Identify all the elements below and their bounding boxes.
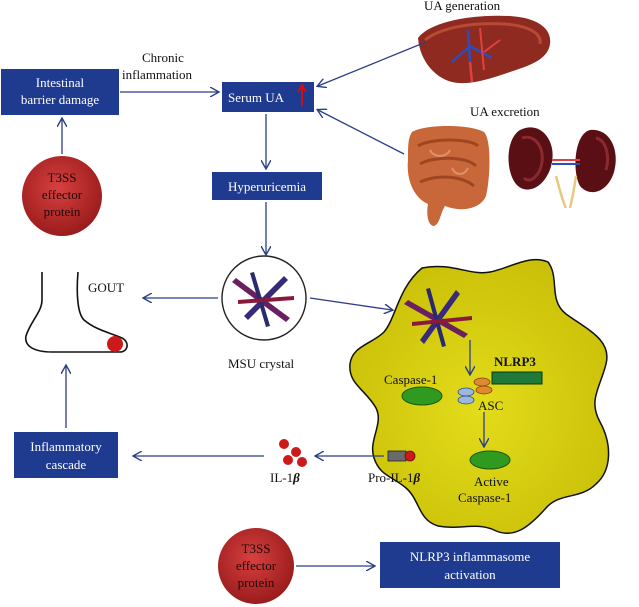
intestinal-barrier-box: Intestinal barrier damage (1, 69, 119, 115)
inflammatory-line-2: cascade (46, 457, 87, 472)
msu-crystal-label: MSU crystal (228, 356, 294, 371)
hyperuricemia-text: Hyperuricemia (228, 179, 306, 194)
ua-generation-label: UA generation (424, 0, 501, 13)
hyperuricemia-box: Hyperuricemia (212, 172, 322, 200)
kidneys-icon (508, 127, 616, 209)
pro-il1b-icon (387, 450, 416, 462)
intestinal-line-1: Intestinal (36, 75, 85, 90)
t3ss-bottom-line-2: effector (236, 558, 277, 573)
chronic-inflammation-line-1: Chronic (142, 50, 184, 65)
caspase1-icon (401, 386, 443, 406)
t3ss-top-line-2: effector (42, 187, 83, 202)
arrow-excretion-to-serum (318, 110, 405, 155)
liver-icon (418, 15, 551, 84)
nlrp3-receptor (491, 371, 543, 385)
il1b-label: IL-1β (270, 470, 300, 485)
intestine-icon (407, 126, 490, 226)
active-caspase1-line-1: Active (474, 474, 509, 489)
pro-il1b-label: Pro-IL-1β (368, 470, 421, 485)
inflammatory-cascade-box: Inflammatory cascade (14, 432, 118, 478)
t3ss-top-line-3: protein (44, 204, 81, 219)
nlrp3-activation-line-1: NLRP3 inflammasome (410, 549, 530, 564)
up-arrow-icon (297, 82, 307, 106)
nlrp3-activation-box: NLRP3 inflammasome activation (380, 542, 560, 588)
t3ss-effector-circle-top: T3SS effector protein (22, 156, 102, 236)
asc-complex-icon (457, 377, 493, 405)
macrophage-cell (349, 258, 610, 535)
crystal-icon (232, 272, 294, 327)
gout-label: GOUT (88, 280, 124, 295)
arrow-msu-to-cell (309, 297, 392, 310)
arrow-generation-to-serum (318, 41, 427, 86)
cell-crystal-icon (404, 288, 472, 347)
asc-label: ASC (478, 398, 503, 413)
gout-lesion-icon (107, 336, 123, 352)
active-caspase1-icon (469, 450, 511, 470)
ua-excretion-label: UA excretion (470, 104, 540, 119)
msu-crystal-circle (221, 255, 307, 341)
caspase1-label: Caspase-1 (384, 372, 437, 387)
chronic-inflammation-line-2: inflammation (122, 67, 193, 82)
t3ss-bottom-line-1: T3SS (242, 541, 271, 556)
t3ss-top-line-1: T3SS (48, 170, 77, 185)
serum-ua-box: Serum UA (222, 82, 314, 112)
nlrp3-label: NLRP3 (494, 354, 536, 369)
inflammatory-line-1: Inflammatory (30, 439, 102, 454)
t3ss-bottom-line-3: protein (238, 575, 275, 590)
serum-ua-text: Serum UA (228, 90, 285, 105)
nlrp3-activation-line-2: activation (444, 567, 496, 582)
il1b-molecules-icon (279, 439, 307, 467)
active-caspase1-line-2: Caspase-1 (458, 490, 511, 505)
foot-icon (25, 271, 128, 353)
intestinal-line-2: barrier damage (21, 92, 100, 107)
t3ss-effector-circle-bottom: T3SS effector protein (218, 528, 294, 604)
